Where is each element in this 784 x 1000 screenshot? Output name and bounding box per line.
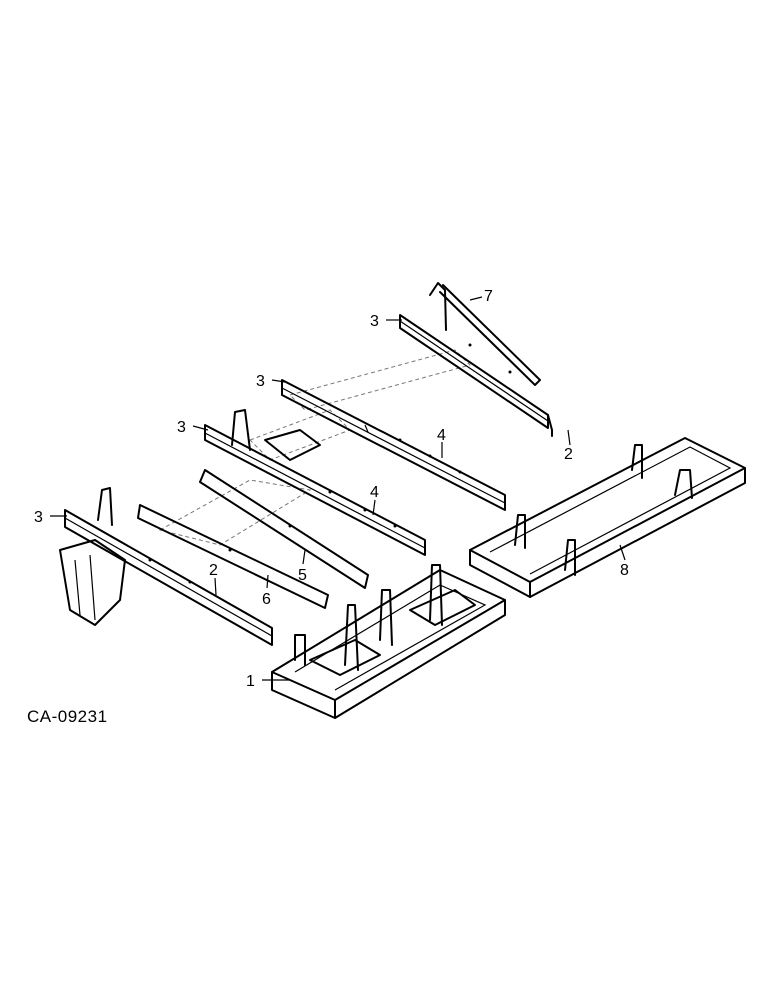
callout-3-front: 3 xyxy=(34,509,43,526)
leader-lines xyxy=(50,296,626,681)
callout-1: 1 xyxy=(246,673,255,690)
bar-five xyxy=(199,469,369,589)
callout-3-second: 3 xyxy=(256,373,265,390)
third-bar-assembly xyxy=(204,409,426,556)
second-bar-assembly xyxy=(281,379,506,511)
callout-3-upper: 3 xyxy=(370,313,379,330)
callout-4-second: 4 xyxy=(437,427,446,444)
upper-rear-bar-assembly xyxy=(399,282,553,437)
front-frame xyxy=(271,564,506,719)
callout-4-third: 4 xyxy=(370,484,379,501)
callout-5: 5 xyxy=(298,567,307,584)
rear-frame xyxy=(469,437,746,598)
callout-2-front: 2 xyxy=(209,562,218,579)
front-bar-assembly xyxy=(59,487,273,646)
callout-7: 7 xyxy=(484,288,493,305)
drawing-code: CA-09231 xyxy=(27,707,108,726)
callout-3-third: 3 xyxy=(177,419,186,436)
callout-8: 8 xyxy=(620,562,629,579)
callout-2-rear: 2 xyxy=(564,446,573,463)
bar-six xyxy=(137,504,329,609)
callout-6: 6 xyxy=(262,591,271,608)
